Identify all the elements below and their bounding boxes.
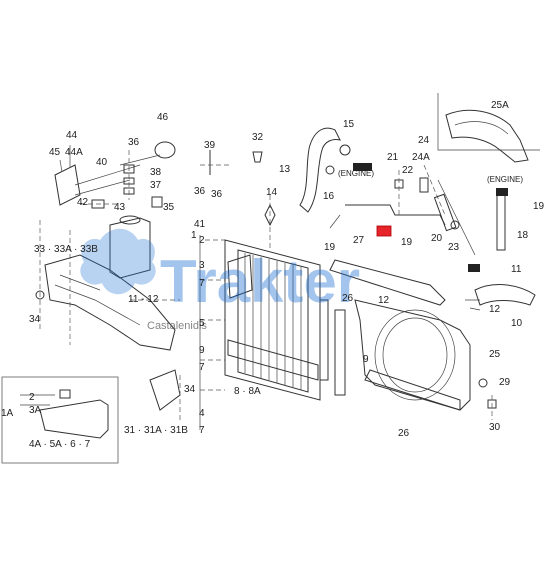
upper-hose-part	[299, 127, 341, 213]
callout-label: 24A	[412, 152, 430, 163]
callout-label: 9	[199, 345, 205, 356]
callout-label: 1	[191, 230, 197, 241]
callout-label: 32	[252, 132, 264, 143]
engine-tag-label: (ENGINE)	[487, 175, 523, 184]
callout-label: 19	[401, 237, 413, 248]
callout-label: 35	[163, 202, 175, 213]
engine-tag-icon	[496, 188, 508, 196]
callout-label: 10	[511, 318, 523, 329]
radiator-fins	[244, 253, 302, 390]
callout-label: 2	[199, 235, 205, 246]
callout-label: 46	[157, 112, 169, 123]
callout-label: 26	[398, 428, 410, 439]
callout-label: 24	[418, 135, 430, 146]
callout-label: 31 · 31A · 31B	[124, 425, 188, 436]
bracket-part	[54, 164, 81, 206]
callout-label: 1A	[1, 408, 14, 419]
callout-label: 11 - 12	[128, 294, 159, 305]
callout-label: 13	[279, 164, 291, 175]
watermark: Trakter Castalenidis	[80, 228, 360, 332]
callout-label: 20	[431, 233, 443, 244]
reservoir-tank-part	[109, 217, 151, 279]
callout-label: 7	[199, 278, 205, 289]
callout-label: 4	[199, 408, 205, 419]
callout-label: 29	[499, 377, 511, 388]
callout-label: 7	[199, 425, 205, 436]
callout-label: 41	[194, 219, 206, 230]
callout-label: 2	[29, 392, 35, 403]
callout-label: 16	[323, 191, 335, 202]
inset-frame	[437, 93, 540, 151]
callout-label: 40	[96, 157, 108, 168]
callout-label: 30	[489, 422, 501, 433]
callout-label: 39	[204, 140, 216, 151]
callout-label: 11	[511, 264, 522, 275]
callout-label: 23	[448, 242, 460, 253]
radiator-core-part	[224, 239, 321, 401]
pipe-part	[345, 204, 446, 226]
callout-label: 44A	[65, 147, 83, 158]
callout-label: 12	[378, 295, 390, 306]
callout-label: 8 · 8A	[234, 386, 261, 397]
callout-label: 18	[517, 230, 529, 241]
inset-1A-frame	[1, 376, 119, 464]
callout-label: 33 · 33A · 33B	[34, 244, 98, 255]
callout-label: 45	[49, 147, 61, 158]
callout-label: 44	[66, 130, 78, 141]
fan-shroud-part	[354, 299, 471, 411]
engine-tag-icon	[468, 264, 480, 272]
callout-label: 7	[199, 362, 205, 373]
callout-label: 26	[342, 293, 354, 304]
callout-label: 12	[489, 304, 501, 315]
callout-label: 22	[402, 165, 414, 176]
callout-label: 34	[29, 314, 41, 325]
callout-label: 36	[211, 189, 223, 200]
callout-label: 19	[324, 242, 336, 253]
callout-label: 3A	[29, 405, 42, 416]
callout-label: 34	[184, 384, 196, 395]
engine-tag-icon	[353, 163, 372, 171]
callout-label: 25A	[491, 100, 509, 111]
watermark-logo-icon	[80, 228, 156, 295]
callout-label: 19	[533, 201, 545, 212]
callout-label: 36	[128, 137, 140, 148]
callout-labels: 44 45 44A 40 36 46 39 32 15 24 24A 25A 1…	[1, 100, 545, 450]
callout-label: 21	[387, 152, 399, 163]
callout-label: 43	[114, 202, 126, 213]
inset-tank-part	[39, 399, 109, 439]
lower-hose-part	[474, 284, 536, 306]
callout-label: 38	[150, 167, 162, 178]
callout-label: 42	[77, 197, 89, 208]
shroud-upper-part	[445, 109, 529, 163]
lower-shroud-part	[44, 254, 176, 351]
callout-label: 36	[194, 186, 206, 197]
callout-label: 5	[199, 318, 205, 329]
callout-label: 9	[363, 354, 369, 365]
callout-label: 3	[199, 260, 205, 271]
engine-tag-label: (ENGINE)	[338, 169, 374, 178]
callout-label: 4A · 5A · 6 · 7	[29, 439, 91, 450]
watermark-brand: Trakter	[160, 248, 360, 315]
highlighted-part	[376, 225, 392, 237]
callout-label: 15	[343, 119, 355, 130]
watermark-subtitle: Castalenidis	[147, 320, 207, 332]
cap-part	[154, 141, 176, 159]
callout-label: 37	[150, 180, 162, 191]
callout-label: 25	[489, 349, 501, 360]
callout-label: 27	[353, 235, 365, 246]
callout-label: 14	[266, 187, 278, 198]
